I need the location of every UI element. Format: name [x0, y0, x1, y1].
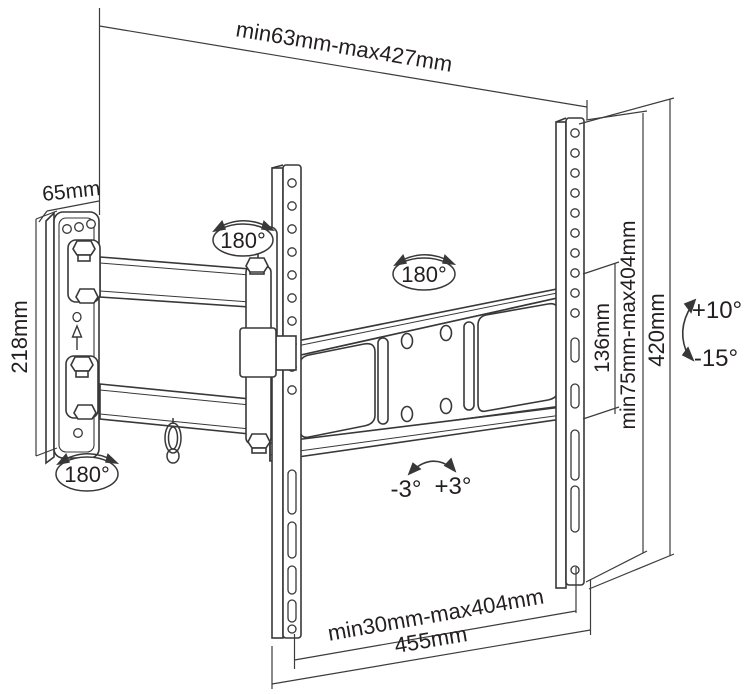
vesa-vertical-range-label: min75mm-max404mm	[617, 221, 640, 430]
rail-length-label: 420mm	[644, 293, 669, 366]
dim-arm-extension	[98, 8, 588, 215]
dim-bracket-width	[271, 579, 592, 689]
rotation-arrow-icon	[212, 220, 276, 233]
rotation-arrow-icon	[56, 453, 120, 466]
arm-extension-label: min63mm-max427mm	[234, 16, 454, 76]
angle-wall-swivel: 180°	[55, 453, 120, 492]
level-left-label: -3°	[391, 476, 422, 503]
vesa-plate-slot	[463, 321, 475, 411]
vesa-plate-slot	[377, 337, 389, 425]
dim-wall-plate-height	[35, 210, 58, 457]
angle-level: -3° +3°	[391, 457, 472, 503]
angle-tilt: +10° -15°	[681, 297, 742, 372]
vesa-plate	[269, 287, 563, 462]
tilt-down-label: -15°	[694, 345, 738, 372]
elbow-swivel-label: 180°	[220, 228, 266, 253]
elbow-bottom-bolt	[247, 433, 271, 454]
dim-vesa-horizontal-range	[293, 567, 577, 669]
angle-tv-swivel: 180°	[392, 254, 457, 291]
dim-vesa-vertical-range	[585, 110, 648, 583]
right-rail-holes	[570, 128, 580, 575]
elbow-top-bolt	[245, 257, 269, 275]
vesa-plate-holes	[400, 324, 453, 423]
tilt-arrow-icon	[681, 298, 697, 362]
bottom-arm	[99, 383, 251, 435]
level-right-label: +3°	[435, 473, 472, 500]
tilt-up-label: +10°	[692, 297, 742, 324]
wall-plate-side	[45, 211, 55, 465]
rotation-arrow-icon	[393, 254, 457, 267]
wall-plate-hinge-bottom	[65, 355, 99, 420]
wall-swivel-label: 180°	[64, 462, 110, 487]
wall-plate-height-label: 218mm	[7, 300, 32, 373]
dim-rail-length	[578, 97, 675, 590]
wall-plate-hinge-top	[67, 239, 101, 304]
safety-loop	[164, 418, 182, 464]
elbow-link	[239, 257, 297, 454]
left-rail-holes	[287, 178, 297, 634]
vesa-plate-left-cutout	[299, 342, 376, 439]
tv-swivel-label: 180°	[401, 262, 447, 287]
dim-rail-slot-length	[582, 261, 620, 420]
vesa-plate-right-cutout	[477, 302, 559, 413]
left-tv-rail	[271, 164, 302, 639]
up-arrow-icon	[71, 324, 83, 350]
level-arrow-icon	[407, 457, 457, 476]
rail-slot-length-label: 136mm	[591, 303, 614, 373]
right-tv-rail	[555, 117, 585, 589]
angle-elbow-swivel: 180°	[212, 220, 276, 257]
top-arm	[99, 256, 251, 308]
wall-plate-holes	[62, 219, 96, 438]
